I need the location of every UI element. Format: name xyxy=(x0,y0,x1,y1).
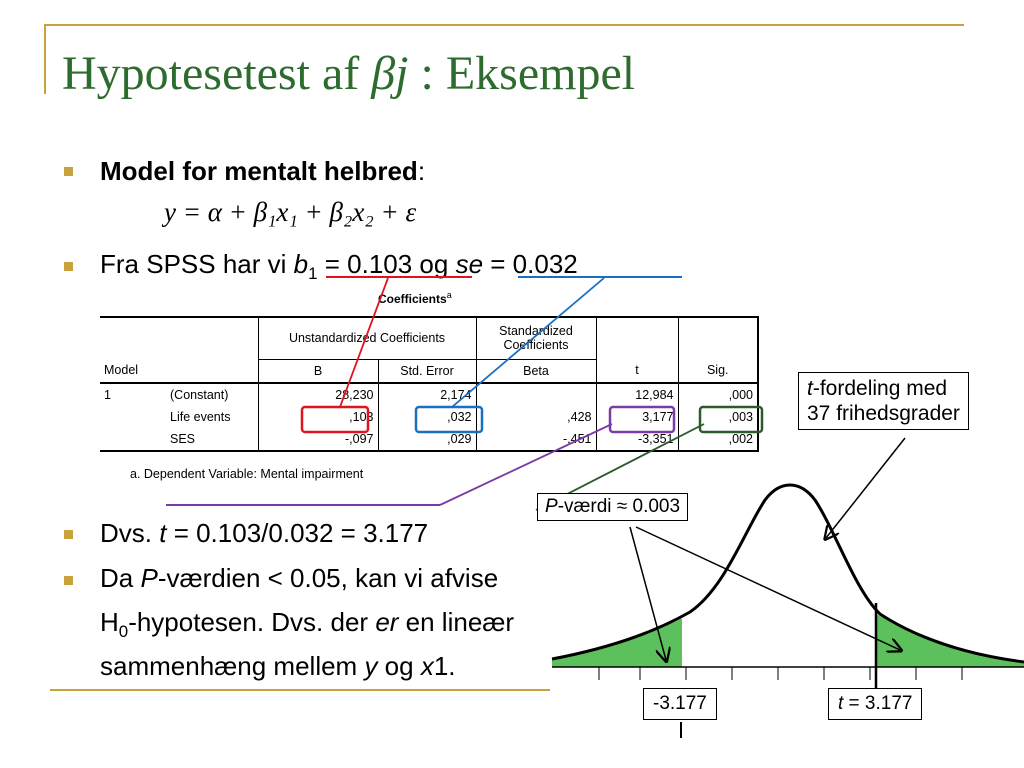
table-cell: ,000 xyxy=(677,382,759,406)
bullet-model: Model for mentalt helbred: xyxy=(100,156,426,186)
bullet-marker xyxy=(64,262,73,271)
density-curve xyxy=(551,483,1024,664)
bullet-marker xyxy=(64,530,73,539)
spss-table-caption: Coefficientsa xyxy=(378,290,452,306)
bullet-marker xyxy=(64,167,73,176)
pos-t-label: t = 3.177 xyxy=(828,688,923,720)
table-cell: ,428 xyxy=(475,405,596,428)
table-cell: 2,174 xyxy=(377,382,476,406)
frame-left-rule xyxy=(44,24,46,94)
left-tail-area xyxy=(552,619,681,667)
table-footnote: a. Dependent Variable: Mental impairment xyxy=(130,467,364,481)
highlight-se-box xyxy=(414,405,484,434)
frame-top-rule xyxy=(44,24,964,26)
table-cell: SES xyxy=(166,427,258,452)
table-cell: 12,984 xyxy=(595,382,678,406)
arrow-to-curve xyxy=(826,437,906,538)
header-unstandardized: Unstandardized Coefficients xyxy=(257,316,476,360)
highlight-sig-box xyxy=(698,405,764,434)
table-cell xyxy=(166,316,258,359)
table-cell: 1 xyxy=(104,387,111,402)
table-cell xyxy=(166,359,258,384)
bullet-conclusion-line1: Da P-værdien < 0.05, kan vi afvise xyxy=(100,563,499,593)
table-cell xyxy=(100,427,166,452)
bullet-t-calc: Dvs. t = 0.103/0.032 = 3.177 xyxy=(100,518,429,548)
table-cell xyxy=(677,316,759,359)
header-b: B xyxy=(257,359,378,384)
slide-title: Hypotesetest af βj : Eksempel xyxy=(62,47,636,100)
table-cell: 3,177 xyxy=(595,405,678,428)
spss-coefficients-table: Unstandardized Coefficients Standardized… xyxy=(100,316,759,452)
neg-t-label: -3.177 xyxy=(643,688,717,720)
table-cell: -,097 xyxy=(257,427,378,452)
table-cell: ,003 xyxy=(677,405,759,428)
header-std-error: Std. Error xyxy=(377,359,476,384)
frame-bottom-rule xyxy=(50,689,550,691)
bullet-marker xyxy=(64,576,73,585)
header-model: Model xyxy=(100,359,166,384)
p-value-label: P-værdi ≈ 0.003 xyxy=(537,493,689,521)
table-cell xyxy=(595,316,678,359)
highlight-b-box xyxy=(300,405,370,434)
arrow-to-left-tail xyxy=(629,526,666,660)
table-cell: -,451 xyxy=(475,427,596,452)
bullet-conclusion-line3: sammenhæng mellem y og x1. xyxy=(100,651,456,681)
bullet-conclusion-line2: H0-hypotesen. Dvs. der er en lineær xyxy=(100,607,515,642)
header-sig: Sig. xyxy=(677,359,759,384)
table-cell xyxy=(100,316,166,359)
arrow-to-right-tail xyxy=(635,526,900,650)
connector-b xyxy=(339,277,389,408)
header-beta: Beta xyxy=(475,359,596,384)
highlight-t-box xyxy=(608,405,676,434)
regression-formula: y = α + β₁x₁ + β₂x₂ + ε xyxy=(164,197,417,227)
connector-se xyxy=(451,277,605,408)
t-distribution-label: t-fordeling med 37 frihedsgrader xyxy=(798,372,969,430)
table-cell: Life events xyxy=(170,409,231,424)
table-cell: ,032 xyxy=(377,405,476,428)
connector-t xyxy=(439,423,613,506)
table-cell xyxy=(475,382,596,406)
header-standardized: Standardized Coefficients xyxy=(475,316,596,360)
right-tail-area xyxy=(876,614,1024,667)
header-t: t xyxy=(595,359,678,384)
bullet-spss: Fra SPSS har vi b1 = 0.103 og se = 0.032 xyxy=(100,249,578,284)
table-cell: (Constant) xyxy=(170,387,229,402)
